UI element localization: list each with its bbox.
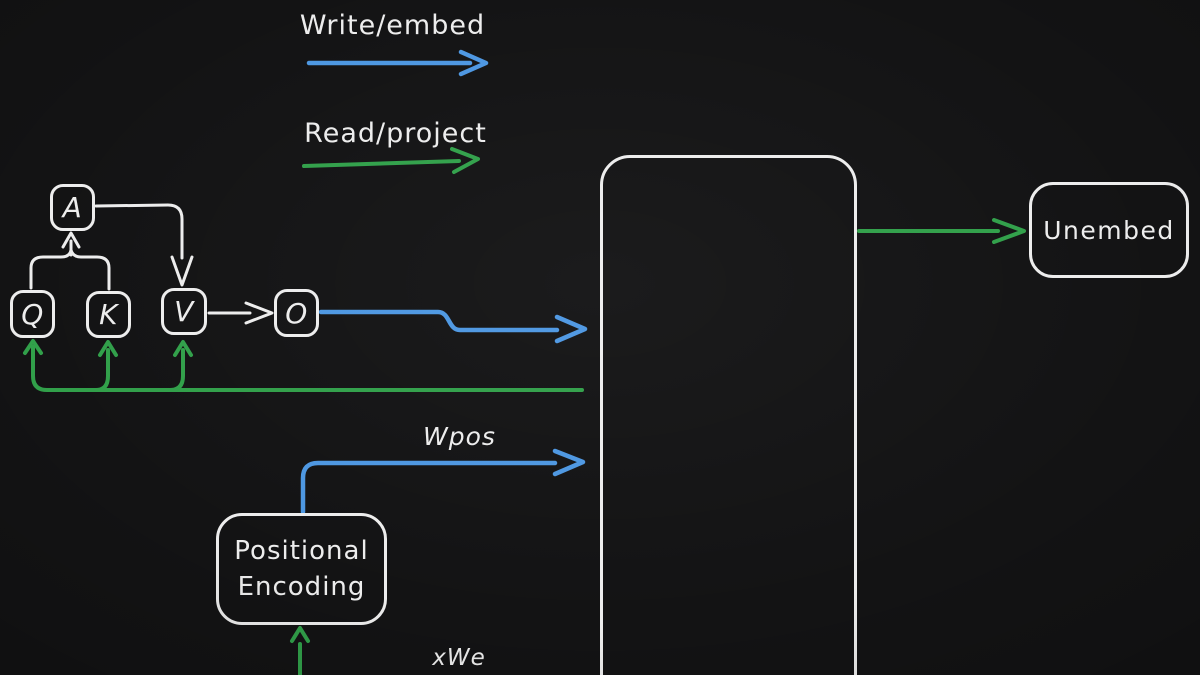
write-embed-label: Write/embed <box>299 10 486 41</box>
arrow-o-to-residual-icon <box>318 309 588 344</box>
node-k-label: K <box>99 298 118 331</box>
node-k: K <box>86 291 131 338</box>
node-a-label: A <box>62 191 83 224</box>
positional-encoding-label-line2: Encoding <box>237 572 366 602</box>
arrow-v-to-o-icon <box>207 301 274 325</box>
edge-k-to-a <box>69 248 111 291</box>
node-v: V <box>161 288 207 335</box>
edge-residual-read-line <box>23 339 584 392</box>
positional-encoding-box: Positional Encoding <box>216 513 387 625</box>
wpos-label: Wpos <box>423 422 496 451</box>
arrow-xwe-into-positional-encoding-icon <box>290 626 310 675</box>
arrow-read-into-k-icon <box>94 340 118 392</box>
edge-q-to-a <box>29 248 73 290</box>
arrow-wpos-to-residual-icon <box>300 448 586 515</box>
xwe-label: xWe <box>432 645 486 671</box>
unembed-box: Unembed <box>1029 182 1189 278</box>
node-q-label: Q <box>21 297 44 331</box>
unembed-label: Unembed <box>1043 215 1175 245</box>
node-a: A <box>50 184 95 231</box>
arrow-qk-into-a-icon <box>61 231 81 257</box>
node-o-label: O <box>285 296 308 330</box>
arrow-read-into-v-icon <box>168 340 193 392</box>
residual-stream-box <box>600 155 857 675</box>
node-q: Q <box>10 290 55 338</box>
read-project-arrow-icon <box>302 147 480 174</box>
write-embed-arrow-icon <box>306 49 489 77</box>
arrow-residual-to-unembed-icon <box>857 218 1026 244</box>
arrow-a-to-v-icon <box>94 203 194 287</box>
node-v-label: V <box>174 295 194 328</box>
node-o: O <box>274 289 319 337</box>
read-project-label: Read/project <box>304 118 487 149</box>
positional-encoding-label-line1: Positional <box>234 536 369 566</box>
